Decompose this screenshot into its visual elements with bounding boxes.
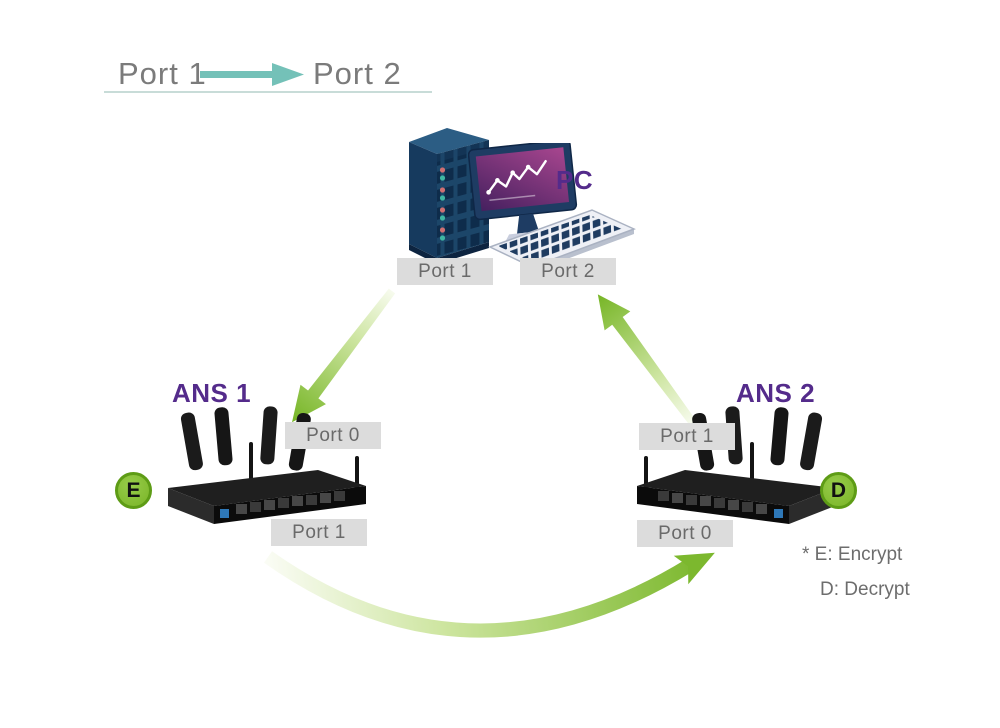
pc-port-2-label: Port 2 — [520, 258, 616, 285]
ans1-port-1-label: Port 1 — [271, 519, 367, 546]
router-ans2-icon — [637, 406, 835, 524]
ans1-title: ANS 1 — [172, 378, 252, 408]
ans1-ports — [220, 491, 345, 518]
arrow-ans1-to-ans2 — [263, 551, 715, 638]
ans2-port-0-label: Port 0 — [637, 520, 733, 547]
header-port-from: Port 1 — [118, 56, 207, 91]
decrypt-badge: D — [820, 472, 857, 509]
legend-encrypt: * E: Encrypt — [802, 544, 903, 565]
encrypt-badge: E — [115, 472, 152, 509]
decrypt-badge-letter: D — [830, 478, 847, 502]
pc-title: PC — [556, 165, 594, 195]
ans1-port-0-label: Port 0 — [285, 422, 381, 449]
tower-leds — [439, 167, 446, 241]
legend-decrypt: D: Decrypt — [820, 579, 910, 600]
pc-port-1-label: Port 1 — [397, 258, 493, 285]
legend: * E: Encrypt D: Decrypt — [802, 544, 910, 601]
ans2-title: ANS 2 — [736, 378, 816, 408]
ans2-port-1-label: Port 1 — [639, 423, 735, 450]
router-ans1-icon — [168, 406, 366, 524]
ans2-ports — [658, 491, 783, 518]
header-port-to: Port 2 — [313, 56, 402, 91]
encrypt-badge-letter: E — [126, 478, 141, 502]
title-arrow-icon — [200, 63, 304, 86]
screen-chart — [486, 159, 547, 202]
header-underline — [104, 91, 432, 93]
